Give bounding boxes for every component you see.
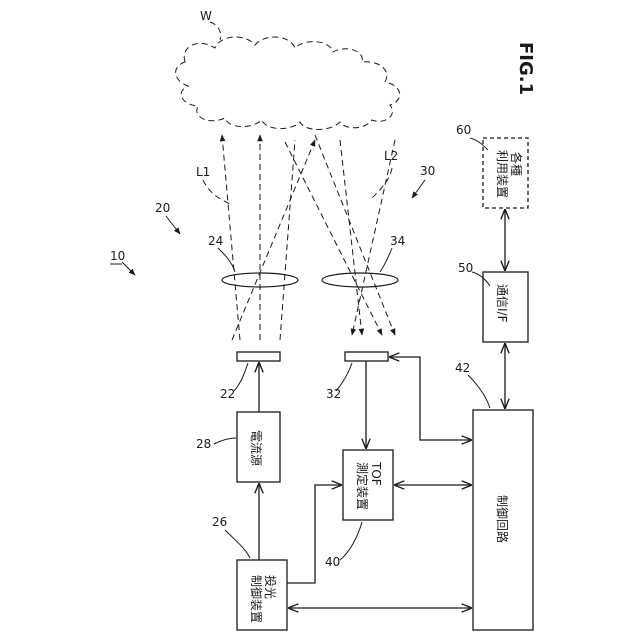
leader-l2 (372, 168, 392, 198)
projection-control-label-1: 投光 (263, 575, 278, 599)
pointer-20 (166, 216, 180, 234)
comm-if-label: 通信I/F (495, 284, 509, 323)
ref-l2: L2 (384, 149, 398, 163)
ref-50: 50 (458, 261, 473, 275)
projection-control-label-2: 制御装置 (249, 575, 264, 623)
beam-l2-d (352, 140, 395, 335)
object-w-cloud (176, 37, 400, 129)
ref-32: 32 (326, 387, 341, 401)
control-circuit-label: 制御回路 (495, 495, 510, 543)
ref-l1: L1 (196, 165, 210, 179)
ref-10: 10 (110, 249, 125, 263)
utilization-label-2: 利用装置 (495, 150, 509, 198)
leader-l1 (203, 180, 232, 205)
ref-34: 34 (390, 234, 405, 248)
leader-w (210, 22, 221, 40)
ref-60: 60 (456, 123, 471, 137)
pointer-30 (412, 180, 425, 198)
beam-l2-c (340, 140, 362, 335)
leader-34 (380, 248, 392, 272)
utilization-label-1: 各種 (509, 152, 524, 176)
ref-40: 40 (325, 555, 340, 569)
beam-l2-b (315, 135, 395, 335)
leader-40 (340, 522, 362, 560)
tof-label-2: 測定装置 (355, 462, 370, 510)
beam-l1-a (222, 135, 240, 340)
beam-l1-b (280, 140, 295, 340)
ref-w: W (200, 9, 212, 23)
leader-26 (225, 530, 250, 558)
beam-l2-a (285, 142, 382, 335)
ref-28: 28 (196, 437, 211, 451)
current-source-label: 電流源 (249, 430, 263, 466)
light-emitter-22 (237, 352, 280, 361)
ref-24: 24 (208, 234, 223, 248)
tof-label-1: TOF (369, 461, 383, 486)
ref-42: 42 (455, 361, 470, 375)
figure-label: FIG.1 (515, 42, 536, 95)
lens-34 (322, 273, 398, 287)
ref-30: 30 (420, 164, 435, 178)
ref-26: 26 (212, 515, 227, 529)
ref-20: 20 (155, 201, 170, 215)
pointer-10 (122, 262, 135, 275)
leader-42 (468, 375, 490, 408)
ref-22: 22 (220, 387, 235, 401)
leader-24 (218, 248, 235, 272)
light-receiver-32 (345, 352, 388, 361)
leader-28 (214, 438, 236, 444)
beam-l1-d (232, 140, 315, 340)
